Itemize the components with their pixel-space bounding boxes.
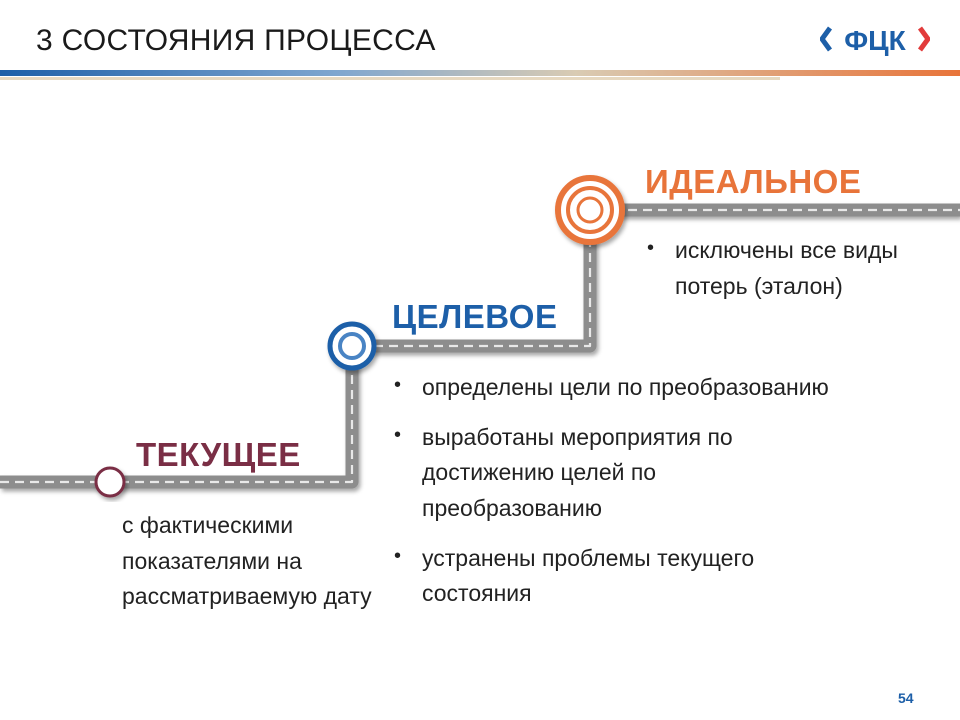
current-stage-label: ТЕКУЩЕЕ (136, 436, 301, 473)
fck-logo: ФЦК (820, 25, 930, 56)
page-number: 54 (898, 690, 914, 706)
current-stage-marker (94, 466, 126, 498)
logo-left-chevron-icon (820, 26, 833, 52)
ideal-stage-marker (555, 175, 625, 245)
bullet-item: выработаны мероприятия по достижению цел… (392, 420, 832, 527)
header-divider (0, 70, 960, 80)
logo-text: ФЦК (844, 25, 906, 56)
process-road (0, 203, 960, 489)
target-stage-bullets: определены цели по преобразованию вырабо… (392, 370, 832, 626)
ideal-stage-bullets: исключены все виды потерь (эталон) (645, 233, 905, 304)
page-title: 3 СОСТОЯНИЯ ПРОЦЕССА (36, 24, 436, 57)
target-stage-marker (327, 321, 377, 371)
bullet-item: исключены все виды потерь (эталон) (645, 233, 905, 304)
current-stage-description: с фактическими показателями на рассматри… (122, 512, 372, 610)
target-stage-label: ЦЕЛЕВОЕ (392, 298, 558, 335)
logo-right-chevron-icon (917, 26, 930, 52)
ideal-stage-label: ИДЕАЛЬНОЕ (645, 163, 862, 200)
bullet-item: устранены проблемы текущего состояния (392, 541, 832, 612)
bullet-item: определены цели по преобразованию (392, 370, 832, 406)
